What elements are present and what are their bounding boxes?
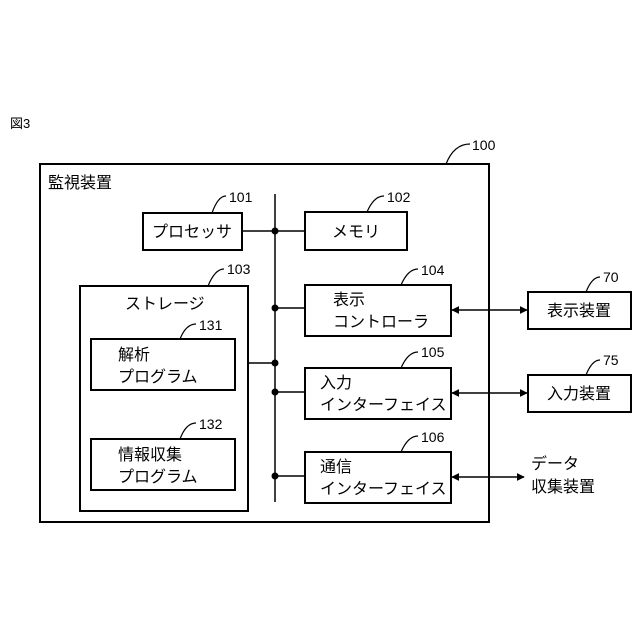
ref-leader-70: [586, 277, 600, 292]
input-interface-line1: 入力: [320, 373, 352, 392]
ref-70: 70: [603, 269, 619, 285]
monitoring-device-label: 監視装置: [48, 173, 112, 192]
ref-75: 75: [603, 352, 619, 368]
input-device-label: 入力装置: [547, 384, 611, 403]
ref-leader-75: [586, 360, 600, 375]
ref-104: 104: [421, 262, 445, 278]
ref-103: 103: [227, 261, 251, 277]
info-program-line1: 情報収集: [118, 445, 182, 464]
storage-label: ストレージ: [125, 294, 205, 313]
bus-junction: [272, 389, 279, 396]
comm-interface-line2: インターフェイス: [320, 479, 447, 498]
ref-leader-100: [446, 144, 470, 164]
ref-132: 132: [199, 416, 223, 432]
figure-label: 図3: [10, 116, 30, 131]
data-collector-line2: 収集装置: [531, 477, 595, 496]
memory-label: メモリ: [332, 222, 380, 241]
bus-junction: [272, 360, 279, 367]
ref-100: 100: [472, 137, 496, 153]
bus-junction: [272, 473, 279, 480]
data-collector-line1: データ: [531, 454, 579, 473]
bus-junction: [272, 228, 279, 235]
display-controller-line2: コントローラ: [333, 312, 429, 331]
analysis-program-line2: プログラム: [118, 367, 198, 386]
comm-interface-line1: 通信: [320, 457, 352, 476]
ref-131: 131: [199, 317, 223, 333]
info-program-line2: プログラム: [118, 467, 198, 486]
ref-101: 101: [229, 189, 253, 205]
ref-105: 105: [421, 344, 445, 360]
display-controller-line1: 表示: [333, 290, 365, 309]
input-interface-line2: インターフェイス: [320, 395, 447, 414]
display-device-label: 表示装置: [547, 301, 611, 320]
ref-102: 102: [387, 189, 411, 205]
bus-junction: [272, 305, 279, 312]
analysis-program-line1: 解析: [118, 345, 150, 364]
processor-label: プロセッサ: [152, 222, 232, 241]
ref-106: 106: [421, 429, 445, 445]
